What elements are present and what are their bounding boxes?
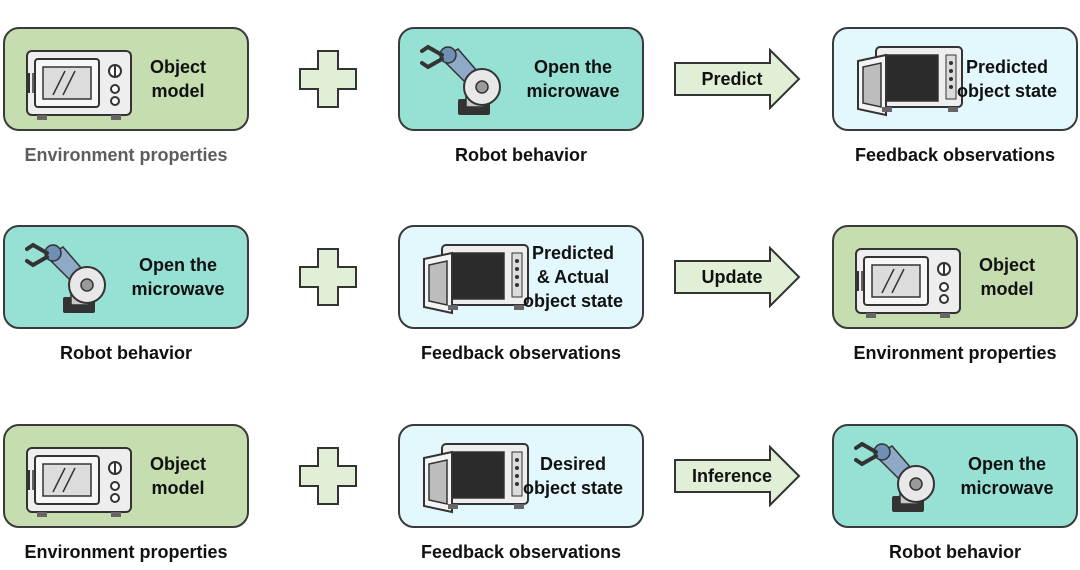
card-text: Open the microwave xyxy=(960,454,1054,498)
card-env: Object model xyxy=(3,424,249,528)
card-text: Predicted object state xyxy=(956,57,1058,101)
card-caption: Robot behavior xyxy=(454,145,587,165)
right-arrow-icon xyxy=(674,246,801,308)
card-caption: Feedback observations xyxy=(420,542,622,562)
arrow-label: Predict xyxy=(701,69,763,89)
card-obs: Predicted & Actual object state xyxy=(398,225,644,329)
right-arrow-icon xyxy=(674,48,801,110)
card-robot: Open the microwave xyxy=(3,225,249,329)
card-text: Open the microwave xyxy=(131,255,225,299)
card-obs: Desired object state xyxy=(398,424,644,528)
plus-icon xyxy=(299,248,357,306)
card-caption: Environment properties xyxy=(24,145,228,165)
card-env: Object model xyxy=(3,27,249,131)
card-caption: Robot behavior xyxy=(59,343,192,363)
plus-icon xyxy=(299,447,357,505)
card-caption: Feedback observations xyxy=(420,343,622,363)
card-robot: Open the microwave xyxy=(832,424,1078,528)
card-env: Object model xyxy=(832,225,1078,329)
card-caption: Environment properties xyxy=(853,343,1057,363)
right-arrow-icon xyxy=(674,445,801,507)
arrow-label: Inference xyxy=(691,466,773,486)
card-text: Predicted & Actual object state xyxy=(522,243,624,311)
arrow-label: Update xyxy=(701,267,763,287)
card-obs: Predicted object state xyxy=(832,27,1078,131)
card-caption: Feedback observations xyxy=(854,145,1056,165)
card-text: Object model xyxy=(149,454,206,498)
card-text: Open the microwave xyxy=(526,57,620,101)
card-robot: Open the microwave xyxy=(398,27,644,131)
card-caption: Environment properties xyxy=(24,542,228,562)
card-caption: Robot behavior xyxy=(888,542,1021,562)
card-text: Object model xyxy=(149,57,206,101)
card-text: Object model xyxy=(978,255,1035,299)
card-text: Desired object state xyxy=(522,454,624,498)
plus-icon xyxy=(299,50,357,108)
